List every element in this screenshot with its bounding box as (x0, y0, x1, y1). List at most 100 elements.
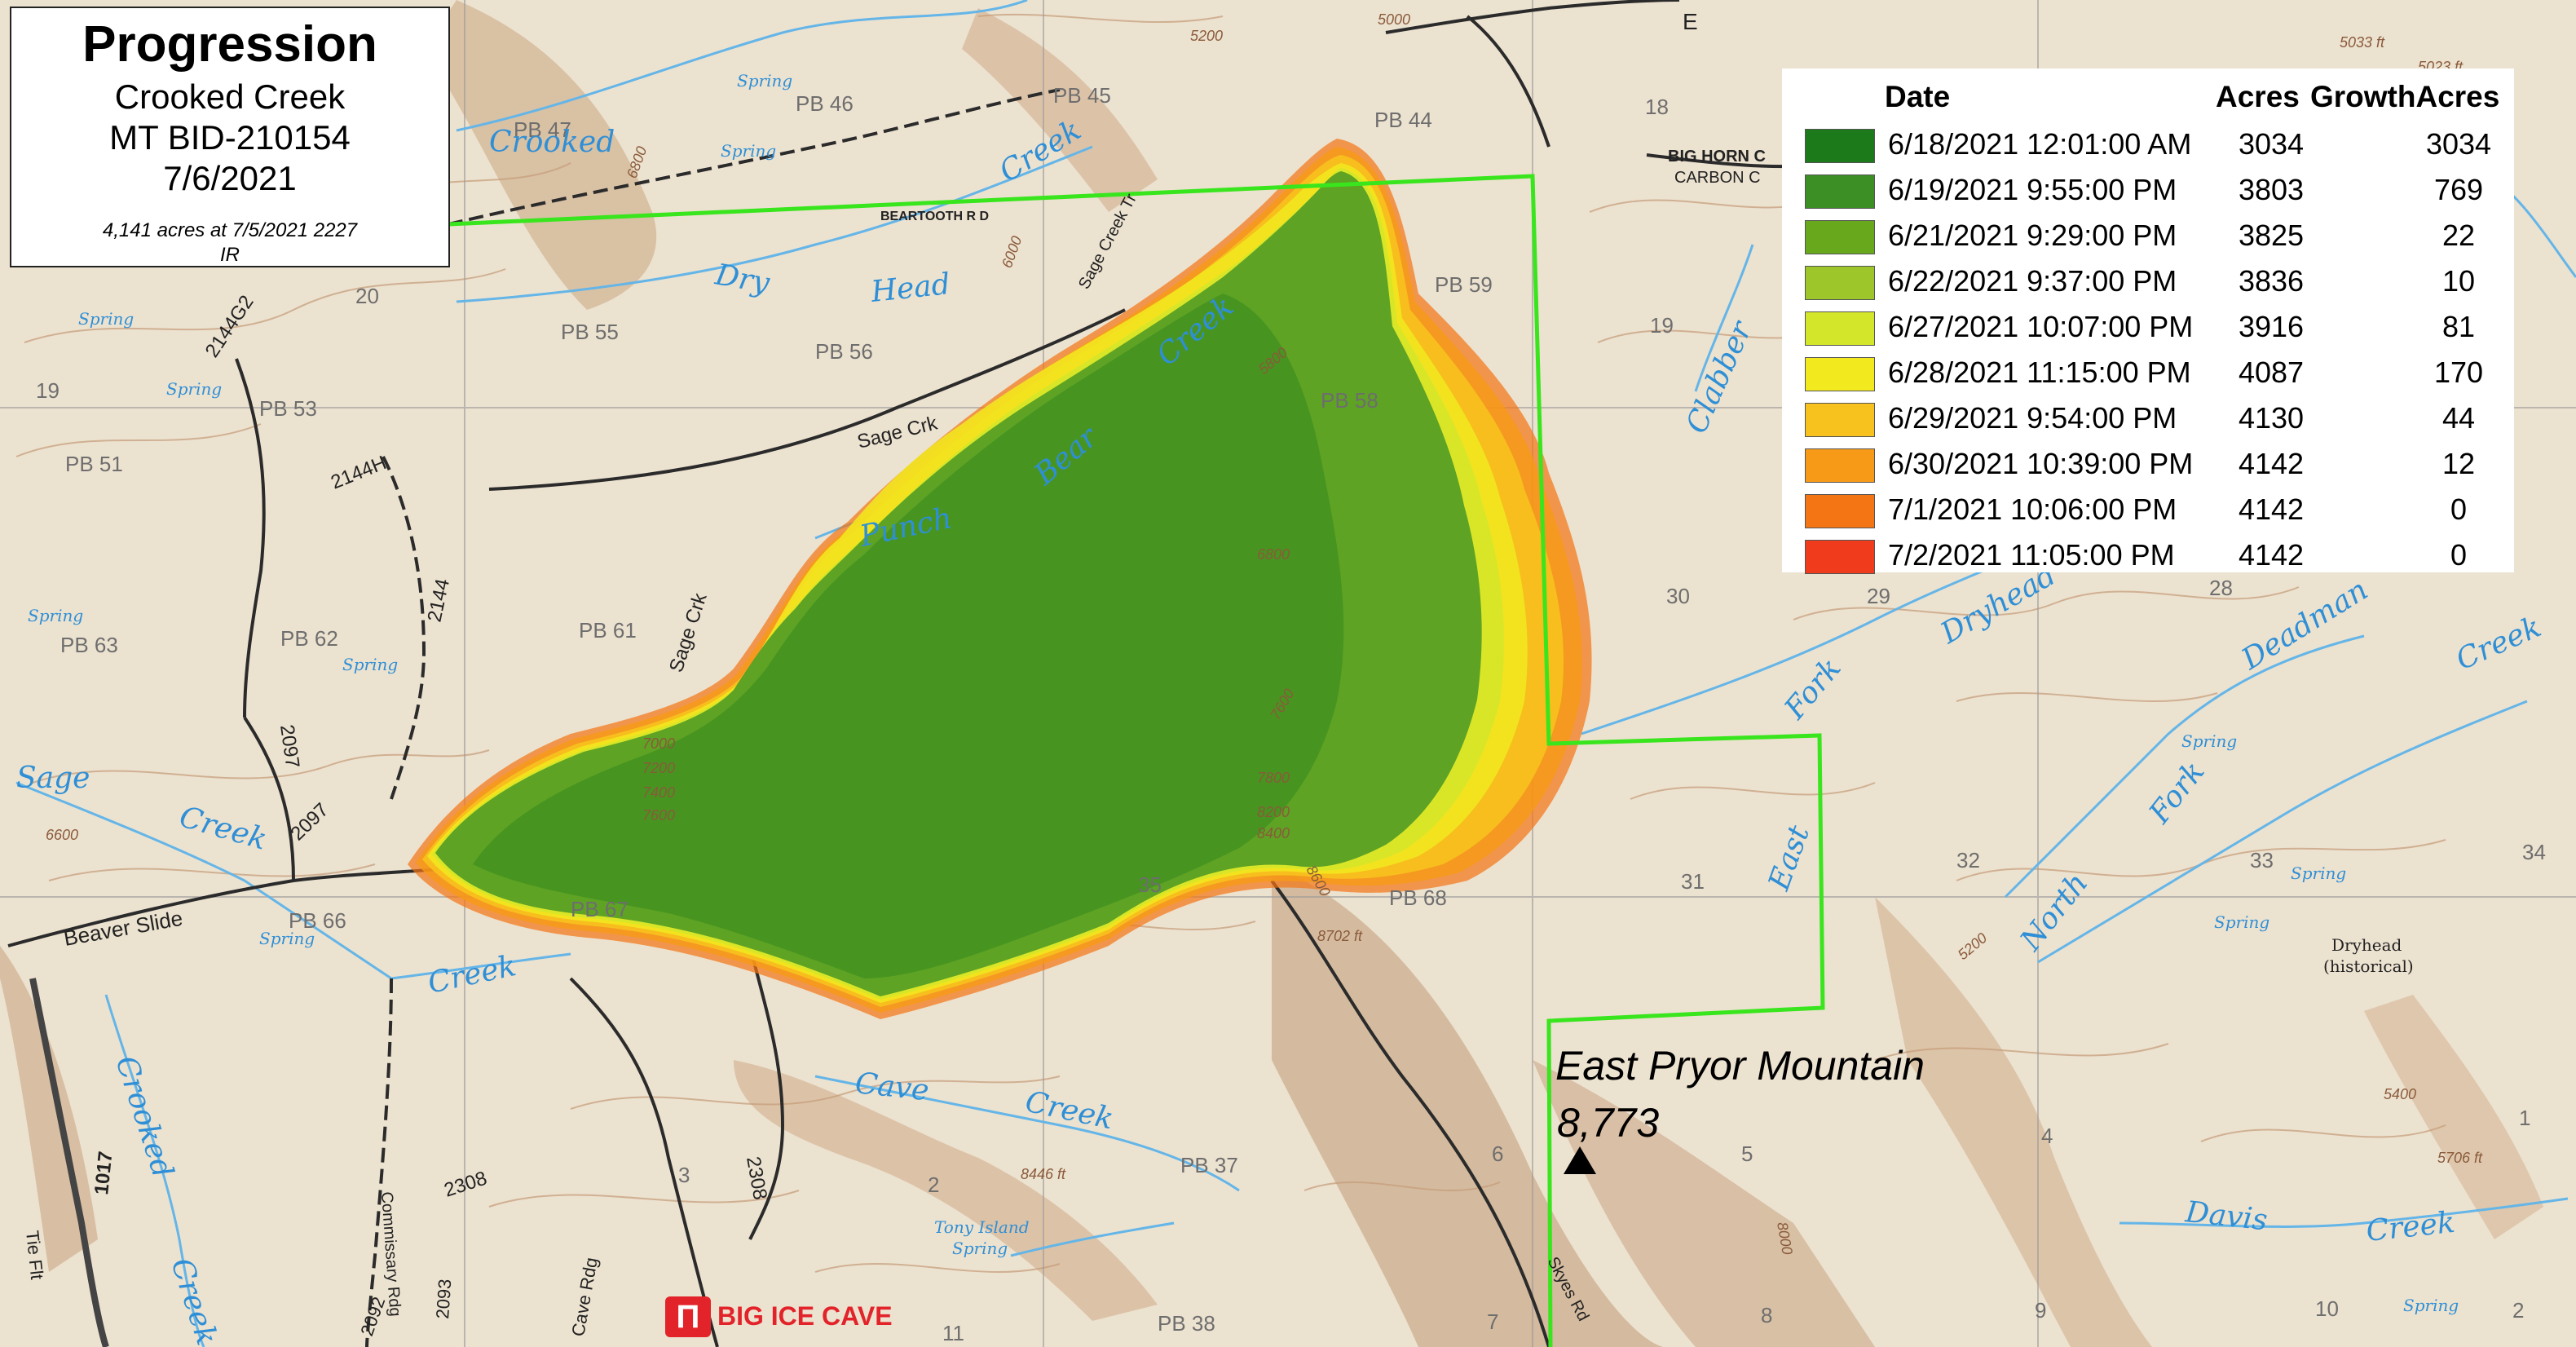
elev-8400: 8400 (1257, 825, 1290, 841)
title-box: Progression Crooked Creek MT BID-210154 … (10, 7, 450, 267)
acres-note: 4,141 acres at 7/5/2021 2227 (102, 219, 358, 241)
legend-acres: 3836 (2238, 264, 2305, 298)
label-bighorn: BIG HORN C (1668, 148, 1766, 166)
elev-8200: 8200 (1257, 804, 1290, 820)
section-4: 4 (2041, 1124, 2053, 1148)
legend-acres: 4142 (2238, 492, 2305, 526)
label-pb62: PB 62 (280, 626, 338, 651)
elev-5400: 5400 (2384, 1086, 2416, 1102)
legend-header-growth: GrowthAcres (2310, 80, 2500, 113)
label-pb68: PB 68 (1389, 885, 1447, 910)
section-2b: 2 (2512, 1298, 2524, 1323)
spot-5033: 5033 ft (2340, 34, 2385, 51)
section-2: 2 (928, 1173, 939, 1197)
fire-name: Crooked Creek (114, 77, 346, 116)
label-spring7: Spring (259, 929, 315, 948)
progression-legend: Date Acres GrowthAcres 6/18/2021 12:01:0… (1782, 68, 2514, 574)
legend-date: 6/21/2021 9:29:00 PM (1888, 219, 2177, 252)
label-dryhead-hist1: Dryhead (2331, 935, 2402, 955)
legend-swatch (1805, 403, 1875, 437)
elev-7600: 7600 (642, 807, 675, 824)
legend-acres: 3916 (2238, 310, 2305, 343)
legend-growth: 81 (2441, 310, 2476, 343)
cave-icon[interactable]: Π (665, 1296, 711, 1337)
legend-row: 6/19/2021 9:55:00 PM 3803 769 (1782, 170, 2514, 215)
label-spring12: Spring (2403, 1296, 2459, 1315)
legend-growth: 0 (2450, 538, 2468, 572)
section-30: 30 (1666, 584, 1690, 608)
elev-6800b: 6800 (1257, 546, 1290, 563)
legend-acres: 3825 (2238, 219, 2305, 252)
legend-date: 6/19/2021 9:55:00 PM (1888, 173, 2177, 206)
label-cave: Cave (854, 1067, 930, 1107)
legend-growth: 0 (2450, 492, 2468, 526)
legend-date: 6/30/2021 10:39:00 PM (1888, 447, 2194, 480)
legend-date: 6/27/2021 10:07:00 PM (1888, 310, 2194, 343)
fire-id: MT BID-210154 (109, 118, 351, 157)
section-18: 18 (1645, 95, 1669, 119)
label-spring5: Spring (28, 606, 83, 625)
legend-growth: 3034 (2425, 127, 2492, 161)
legend-growth: 22 (2441, 219, 2476, 252)
legend-acres: 4142 (2238, 447, 2305, 480)
elev-7800: 7800 (1257, 770, 1290, 786)
legend-swatch (1805, 174, 1875, 209)
spot-8446: 8446 ft (1021, 1166, 1066, 1182)
label-e-edge: E (1683, 9, 1698, 34)
label-pb55: PB 55 (561, 320, 619, 344)
label-sage-left: Sage (16, 762, 90, 795)
label-spring8: Spring (952, 1239, 1008, 1258)
section-34: 34 (2522, 840, 2546, 864)
label-pb63: PB 63 (60, 633, 118, 657)
legend-row: 6/29/2021 9:54:00 PM 4130 44 (1782, 398, 2514, 444)
summit-triangle-icon (1564, 1146, 1596, 1174)
spot-5706: 5706 ft (2437, 1150, 2483, 1166)
elev-7200: 7200 (642, 760, 675, 776)
label-pb45: PB 45 (1053, 83, 1111, 108)
legend-row: 7/2/2021 11:05:00 PM 4142 0 (1782, 535, 2514, 581)
cave-label[interactable]: BIG ICE CAVE (717, 1301, 893, 1331)
label-head: Head (869, 267, 952, 309)
peak-name: East Pryor Mountain (1555, 1043, 1925, 1089)
label-pb47: PB 47 (514, 117, 571, 142)
legend-growth: 44 (2441, 401, 2476, 435)
legend-swatch (1805, 220, 1875, 254)
legend-growth: 12 (2441, 447, 2476, 480)
legend-acres: 4087 (2238, 356, 2305, 389)
label-pb44: PB 44 (1374, 108, 1432, 132)
elev-7400: 7400 (642, 784, 675, 801)
legend-date: 6/22/2021 9:37:00 PM (1888, 264, 2177, 298)
label-dryhead-hist2: (historical) (2323, 956, 2414, 976)
legend-acres: 3034 (2238, 127, 2305, 161)
label-r1017: 1017 (90, 1150, 117, 1196)
legend-row: 6/21/2021 9:29:00 PM 3825 22 (1782, 215, 2514, 261)
legend-row: 7/1/2021 10:06:00 PM 4142 0 (1782, 489, 2514, 535)
label-pb56: PB 56 (815, 339, 873, 364)
legend-date: 6/18/2021 12:01:00 AM (1888, 127, 2192, 161)
spot-8702: 8702 ft (1317, 928, 1363, 944)
section-31: 31 (1681, 869, 1705, 894)
legend-acres: 3803 (2238, 173, 2305, 206)
section-10: 10 (2315, 1296, 2339, 1321)
label-beartooth: BEARTOOTH R D (880, 210, 989, 223)
section-3: 3 (678, 1163, 690, 1187)
label-crooked-top: Crooked (489, 126, 615, 159)
legend-swatch (1805, 357, 1875, 391)
legend-row: 6/18/2021 12:01:00 AM 3034 3034 (1782, 124, 2514, 170)
section-7: 7 (1487, 1309, 1498, 1334)
map-title: Progression (82, 16, 377, 73)
perimeter-6-18 (473, 294, 1344, 978)
label-spring10: Spring (2291, 863, 2346, 883)
label-pb61: PB 61 (579, 618, 637, 643)
label-carbon: CARBON C (1674, 169, 1761, 187)
elev-5000: 5000 (1378, 11, 1410, 28)
legend-row: 6/30/2021 10:39:00 PM 4142 12 (1782, 444, 2514, 489)
legend-header-date: Date (1885, 80, 1951, 113)
legend-date: 6/28/2021 11:15:00 PM (1888, 356, 2191, 389)
section-19b: 19 (1650, 313, 1674, 338)
legend-row: 6/27/2021 10:07:00 PM 3916 81 (1782, 307, 2514, 352)
label-spring6: Spring (342, 655, 398, 674)
label-pb53: PB 53 (259, 396, 317, 421)
legend-acres: 4142 (2238, 538, 2305, 572)
label-tony-island: Tony Island (934, 1217, 1030, 1237)
